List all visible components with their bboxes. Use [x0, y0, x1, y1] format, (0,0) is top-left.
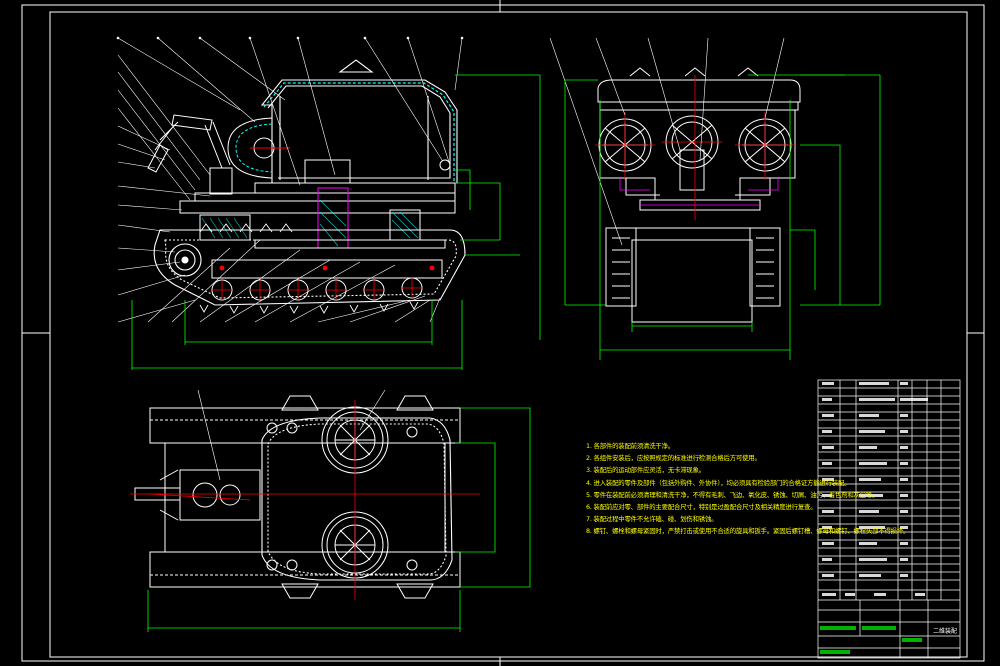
chassis-plates [179, 159, 456, 279]
hood-seal [263, 82, 455, 181]
top-tracks [149, 407, 461, 588]
top-centerlines [130, 400, 480, 600]
hood-shell [260, 59, 458, 184]
sheet-border [21, 0, 985, 666]
note-line: 8. 螺钉、螺栓和螺母紧固时，严禁打击或使用不合适的旋具和扳手。紧固后螺钉槽、螺… [586, 527, 910, 536]
side-dimensions [131, 74, 541, 370]
road-wheel-centers [212, 265, 435, 300]
technical-requirements: 1. 各部件的装配前须清洗干净。 2. 各组件安装后，应按照规定的标准进行检测合… [586, 440, 910, 538]
parts-list-table [817, 379, 961, 659]
top-leaders [197, 389, 386, 481]
top-arm [134, 469, 261, 521]
manipulator-arm [147, 114, 233, 195]
top-side-pods [266, 395, 434, 599]
note-line: 4. 进入装配的零件及部件（包括外购件、外协件），均必须具有检验部门的合格证方能… [586, 478, 851, 487]
side-leaders [117, 37, 463, 323]
side-view [116, 36, 541, 370]
title-block-drawing-title: 二维装配 [933, 627, 957, 635]
top-hull [261, 417, 453, 581]
side-track [153, 229, 466, 306]
end-centerlines [595, 75, 795, 220]
camera-dome [227, 117, 290, 179]
end-leaders [549, 37, 785, 246]
title-block-stamps [820, 626, 922, 654]
parts-list-entries [822, 382, 928, 596]
chassis-section-hatch [201, 199, 419, 247]
end-tracks [605, 227, 781, 307]
note-line: 1. 各部件的装配前须清洗干净。 [586, 442, 675, 450]
note-line: 3. 装配后的运动部件应灵活，无卡滞现象。 [586, 466, 705, 475]
side-label-dots [116, 36, 464, 40]
thruster-center [665, 115, 719, 191]
top-view [130, 389, 531, 632]
note-line: 7. 装配过程中零件不允许磕、碰、划伤和锈蚀。 [586, 515, 718, 524]
top-dimensions [147, 407, 531, 632]
end-dimensions [564, 74, 881, 360]
track-teeth [199, 223, 419, 314]
end-hood [597, 67, 801, 111]
note-line: 6. 装配前应对零、部件的主要配合尺寸，特别是过盈配合尺寸及相关精度进行复查。 [586, 503, 817, 512]
end-view [549, 37, 881, 360]
note-line: 2. 各组件安装后，应按照规定的标准进行检测合格后方可使用。 [586, 454, 761, 463]
end-hidden-lines [619, 178, 779, 206]
note-line: 5. 零件在装配前必须清理和清洗干净，不得有毛刺、飞边、氧化皮、锈蚀、切屑、油污… [586, 490, 879, 499]
